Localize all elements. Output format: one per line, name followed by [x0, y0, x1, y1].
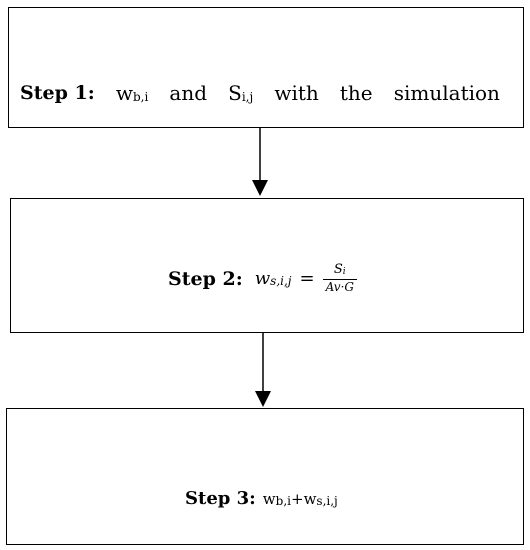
s-i-j-term: Si,j: [228, 81, 253, 105]
step-3-text: Step 3: wb,i+ws,i,j: [185, 488, 338, 509]
numerator-base: S: [333, 262, 343, 277]
arrow-2-head: [255, 391, 271, 407]
word-simulation: simulation: [393, 81, 500, 105]
fraction-bar: [322, 279, 357, 280]
arrow-1-head: [252, 180, 268, 196]
sum-expression: wb,i+ws,i,j: [263, 490, 338, 508]
term1-subscript: b,i: [275, 493, 291, 508]
s-i-j-base: S: [228, 81, 242, 105]
step-2-text: Step 2: ws,i,j = Si Av·G: [168, 263, 357, 294]
step-1-label: Step 1:: [20, 82, 95, 104]
w-b-i-base: w: [115, 81, 133, 105]
word-and: and: [169, 81, 208, 105]
w-s-i-j-term: ws,i,j: [255, 268, 292, 289]
term2-base: w: [303, 489, 317, 508]
step-3-box: [6, 408, 524, 545]
fraction: Si Av·G: [322, 263, 357, 294]
term1-base: w: [262, 489, 276, 508]
fraction-denominator: Av·G: [325, 280, 354, 294]
step-2-box: [10, 198, 524, 333]
s-i-j-subscript: i,j: [241, 90, 254, 104]
w-s-i-j-subscript: s,i,j: [270, 274, 292, 288]
step-3-label: Step 3:: [185, 488, 256, 509]
plus-sign: +: [290, 489, 304, 508]
term2-subscript: s,i,j: [316, 493, 338, 508]
step-1-box: [8, 7, 524, 128]
fraction-numerator: Si: [330, 263, 350, 279]
word-with: with: [274, 81, 319, 105]
word-the: the: [339, 81, 373, 105]
step-1-text: Step 1: wb,i and Si,j with the simulatio…: [20, 81, 500, 105]
step-2-label: Step 2:: [168, 267, 243, 290]
w-b-i-subscript: b,i: [132, 90, 149, 104]
w-b-i-term: wb,i: [116, 81, 148, 105]
numerator-subscript: i: [342, 267, 346, 277]
equals-sign: =: [299, 268, 315, 289]
w-s-i-j-base: w: [254, 268, 271, 289]
